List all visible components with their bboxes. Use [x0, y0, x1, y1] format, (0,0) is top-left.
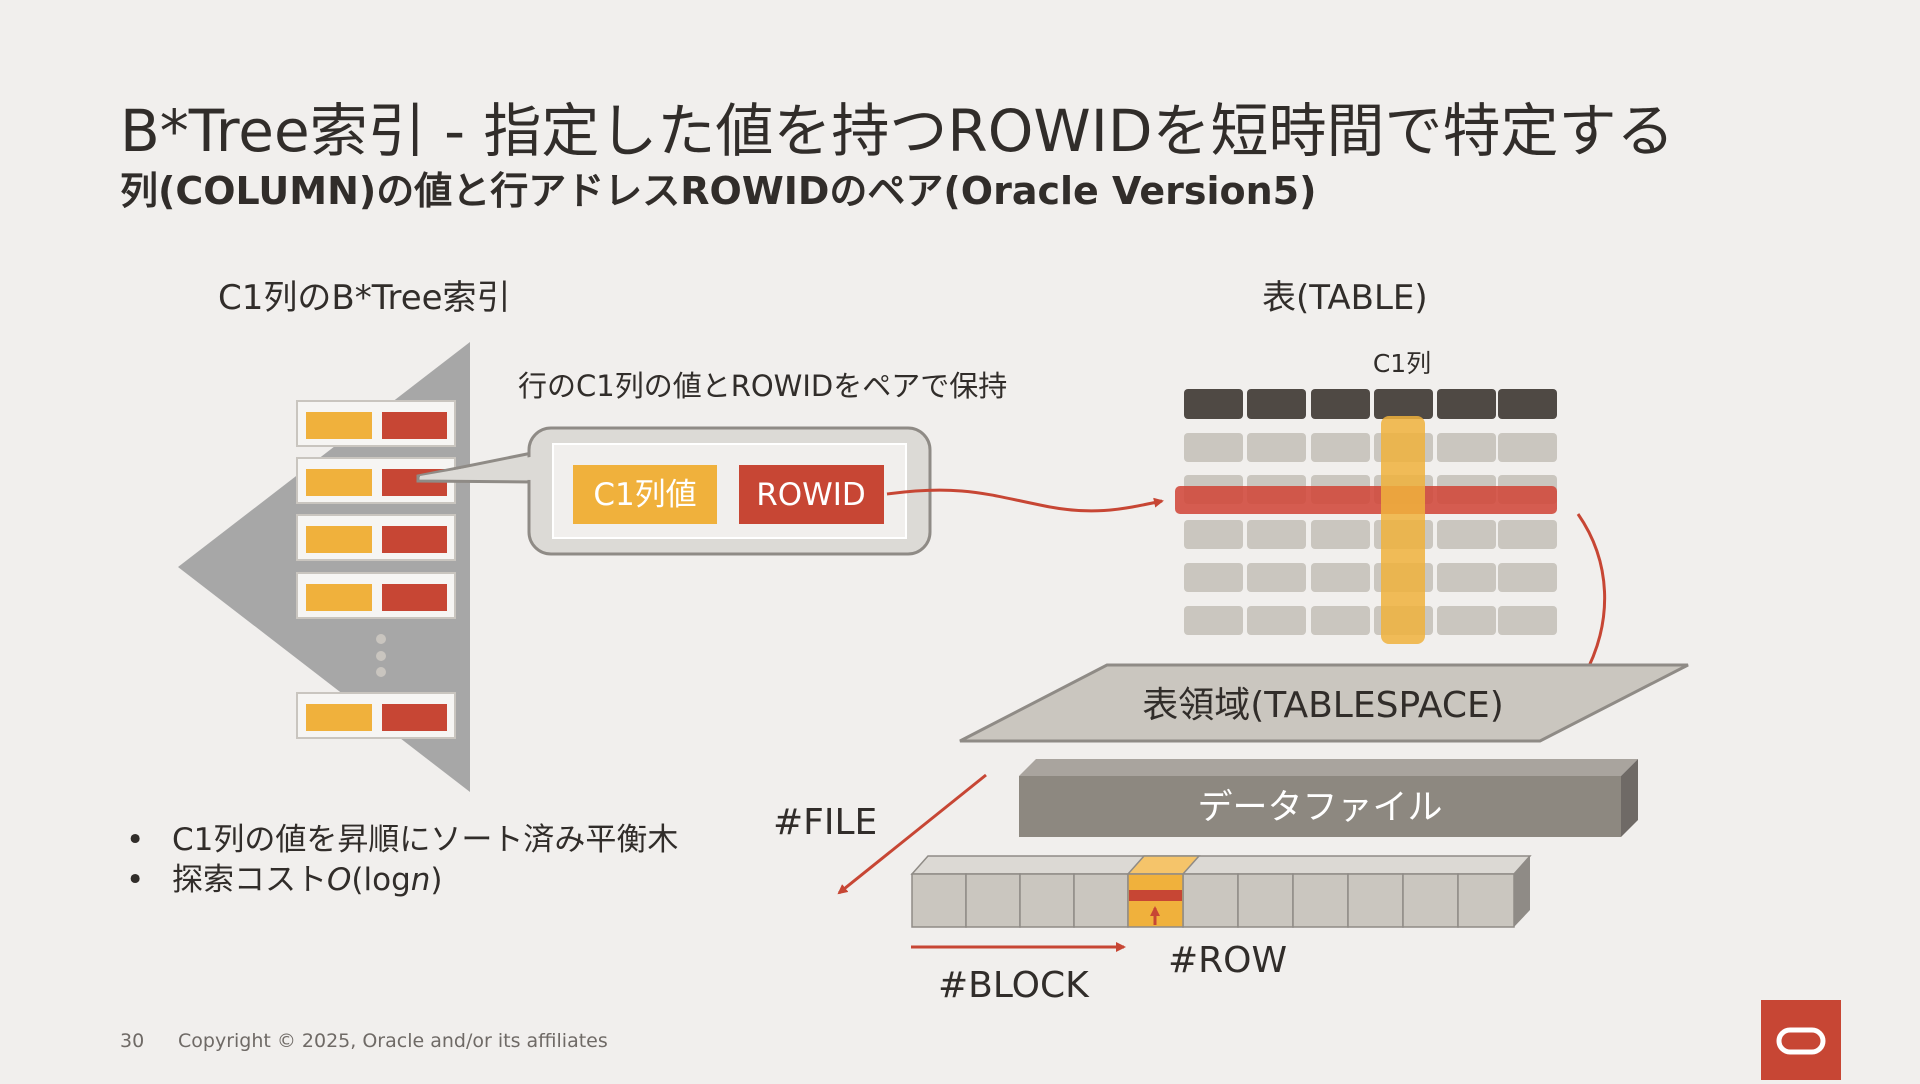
- slide-subtitle: 列(COLUMN)の値と行アドレスROWIDのペア(Oracle Version…: [120, 169, 1317, 213]
- rowid-box: [739, 465, 884, 524]
- target-row: [1129, 890, 1182, 901]
- table-heading: 表(TABLE): [1262, 278, 1428, 318]
- btree-triangle: [178, 342, 470, 792]
- slide-title: B*Tree索引 - 指定した値を持つROWIDを短時間で特定する: [120, 97, 1675, 165]
- file-arrow: [837, 773, 987, 895]
- rowid-to-row-arrow: [886, 488, 1164, 513]
- bullet-dot: •: [126, 822, 145, 858]
- oracle-logo: [1761, 1000, 1841, 1080]
- table-to-tablespace-arrow: [1576, 513, 1607, 680]
- block-strip: [910, 855, 1532, 928]
- bullet-dot: •: [126, 862, 145, 898]
- tablespace-label: 表領域(TABLESPACE): [1142, 685, 1504, 726]
- datafile-slab: [1019, 759, 1638, 837]
- page-number: 30: [120, 1030, 145, 1052]
- callout-caption: 行のC1列の値とROWIDをペアで保持: [518, 369, 1007, 403]
- index-entry: [296, 514, 456, 561]
- c1-value-box: [573, 465, 717, 524]
- table-grid: [1175, 389, 1557, 644]
- index-heading: C1列のB*Tree索引: [218, 278, 511, 318]
- index-entry: [296, 692, 456, 739]
- table-header-row: [1184, 389, 1557, 419]
- c1-column-label: C1列: [1373, 349, 1431, 378]
- datafile-label: データファイル: [1197, 788, 1442, 828]
- selected-row-highlight: [1175, 486, 1557, 514]
- log-close: ): [430, 862, 443, 898]
- file-label: #FILE: [773, 802, 877, 843]
- oracle-logo-icon: [1776, 1027, 1826, 1055]
- c1-column-highlight: [1381, 416, 1425, 644]
- row-label: #ROW: [1168, 940, 1287, 981]
- index-entry: [296, 572, 456, 619]
- tablespace-plane: [959, 663, 1689, 743]
- bullet-item: • C1列の値を昇順にソート済み平衡木: [120, 820, 678, 860]
- copyright-text: Copyright © 2025, Oracle and/or its affi…: [178, 1030, 608, 1052]
- ellipsis-dots: [376, 634, 386, 677]
- n-symbol: n: [410, 862, 431, 898]
- index-entry: [296, 400, 456, 447]
- c1-value-label: C1列値: [593, 477, 696, 513]
- log-open: (log: [351, 862, 411, 898]
- big-o-symbol: O: [327, 862, 352, 898]
- bullet-text-prefix: 探索コスト: [172, 862, 327, 898]
- block-label: #BLOCK: [938, 965, 1090, 1006]
- rowid-label: ROWID: [756, 477, 866, 513]
- callout-bubble: C1列値 ROWID: [416, 426, 932, 556]
- bullet-text: C1列の値を昇順にソート済み平衡木: [172, 822, 679, 858]
